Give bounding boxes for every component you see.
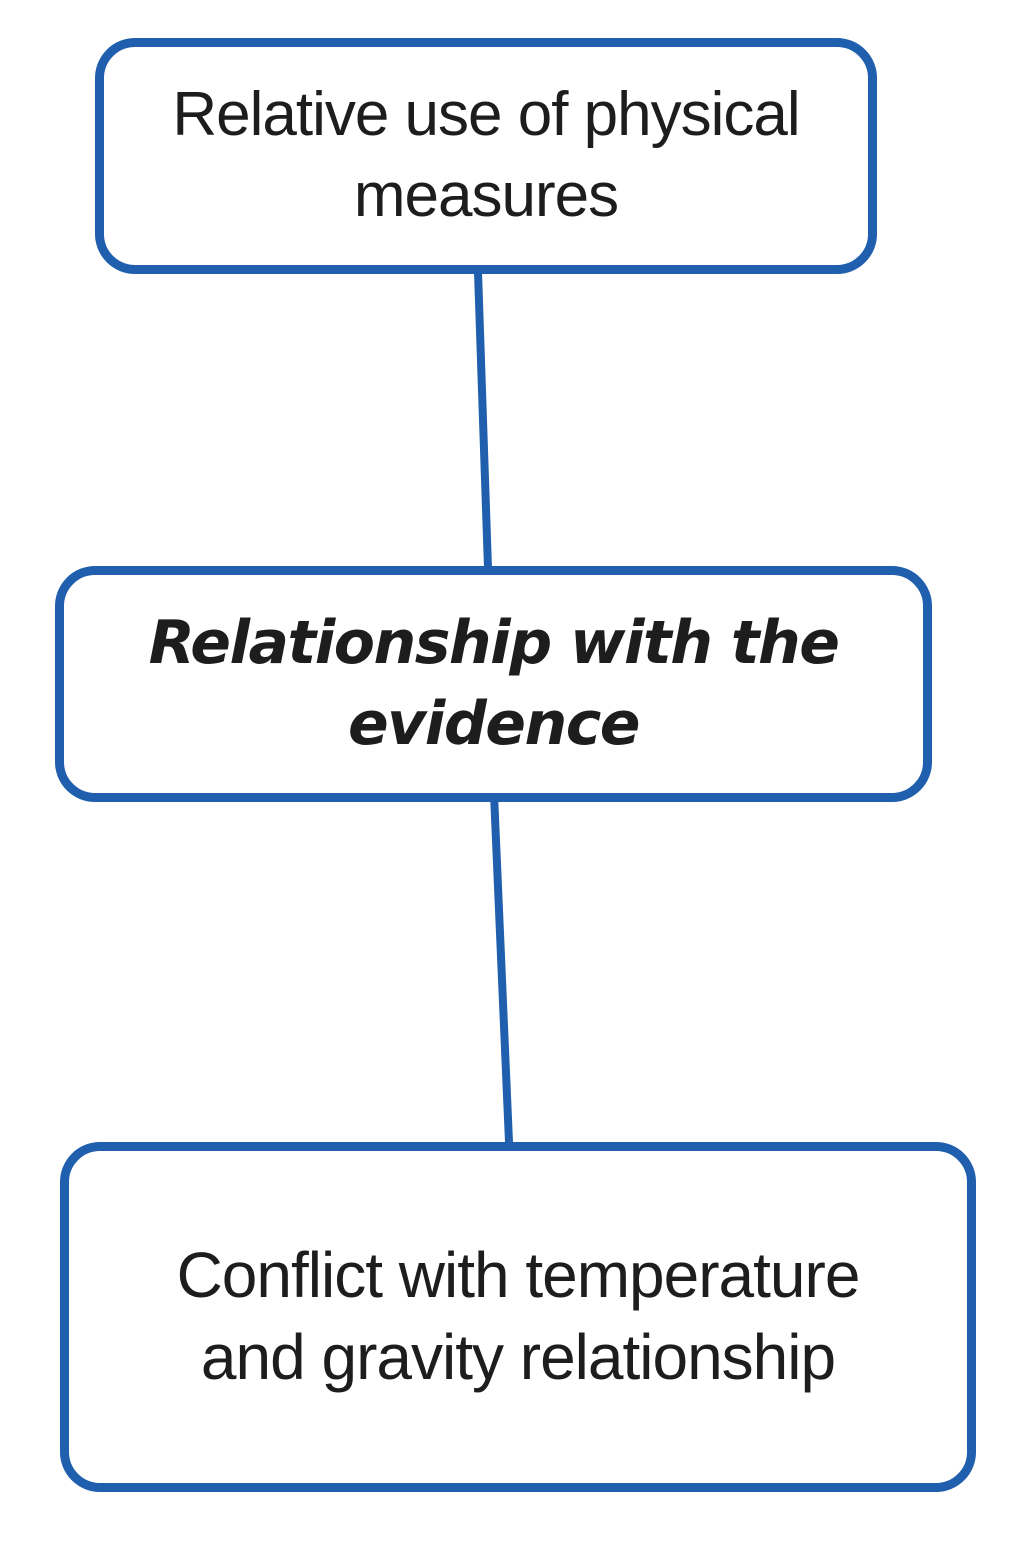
node-relative-use-of-physical-measures: Relative use of physical measures <box>95 38 877 274</box>
node-label: Relationship with the evidence <box>148 608 840 759</box>
connector-top-to-middle <box>474 271 492 569</box>
node-label: Conflict with temperature and gravity re… <box>176 1239 861 1393</box>
node-relationship-with-the-evidence: Relationship with the evidence <box>55 566 932 802</box>
connector-middle-to-bottom <box>490 793 513 1143</box>
node-label: Relative use of physical measures <box>172 80 800 230</box>
node-conflict-temperature-gravity: Conflict with temperature and gravity re… <box>60 1142 976 1492</box>
